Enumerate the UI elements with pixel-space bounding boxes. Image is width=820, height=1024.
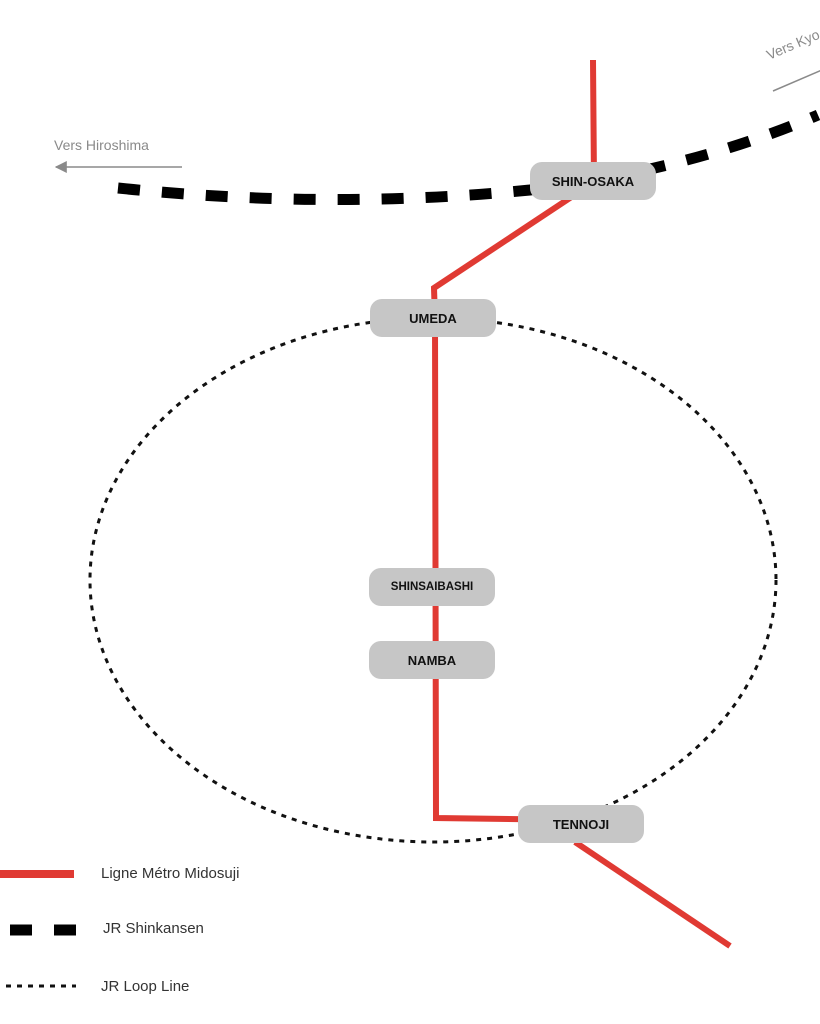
- station-shinsaibashi[interactable]: SHINSAIBASHI: [369, 568, 495, 606]
- legend-metro-label: Ligne Métro Midosuji: [101, 865, 240, 882]
- station-shin-osaka[interactable]: SHIN-OSAKA: [530, 162, 656, 200]
- legend-loop-label: JR Loop Line: [101, 978, 190, 995]
- metro-line-south: [573, 839, 732, 949]
- shinkansen-line: [117, 109, 820, 206]
- arrow-east-underline: [772, 70, 820, 92]
- legend-shinkansen-label: JR Shinkansen: [103, 920, 204, 937]
- station-tennoji[interactable]: TENNOJI: [518, 805, 644, 843]
- station-umeda[interactable]: UMEDA: [370, 299, 496, 337]
- direction-west-label: Vers Hiroshima: [54, 137, 149, 153]
- station-namba[interactable]: NAMBA: [369, 641, 495, 679]
